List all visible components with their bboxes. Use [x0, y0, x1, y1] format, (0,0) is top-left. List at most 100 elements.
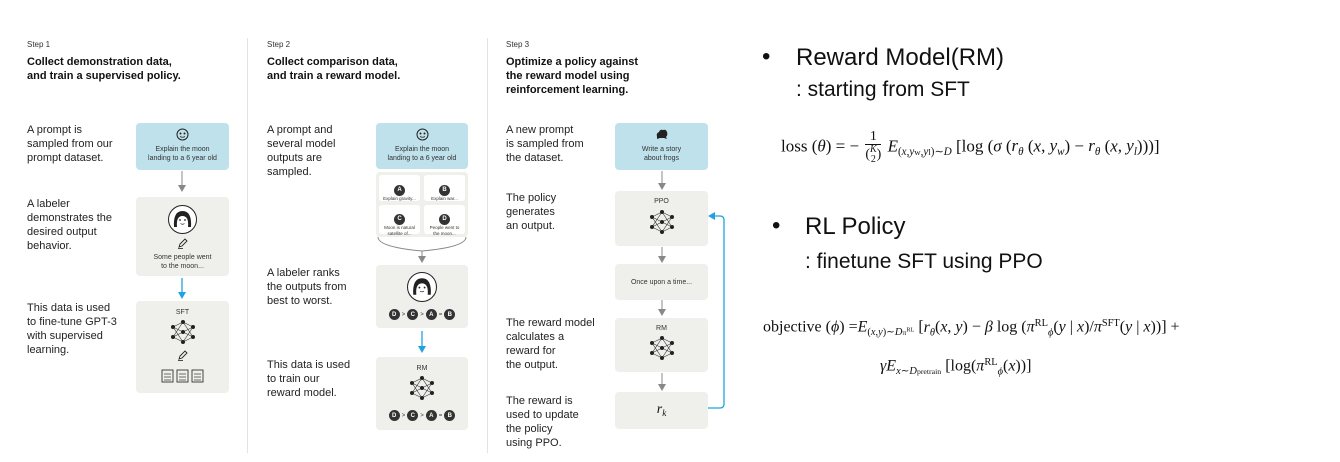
- step3-title-line: the reward model using: [506, 70, 630, 82]
- desc-line: the outputs from: [267, 281, 347, 293]
- step3-prompt-text: Write a story about frogs: [615, 145, 708, 163]
- prompt-line: Explain the moon: [394, 146, 450, 153]
- bullet: •: [762, 43, 771, 70]
- rank-operator: >: [401, 412, 406, 419]
- ranking-row: D > C > A = B: [376, 410, 468, 421]
- output-badge: D: [439, 213, 450, 225]
- desc-line: outputs are: [267, 152, 323, 164]
- objective-formula-line2: γEx∼Dpretrain [log(πRLϕ(x))]: [880, 357, 1032, 378]
- bullet: •: [772, 212, 781, 239]
- desc-line: prompt dataset.: [27, 152, 104, 164]
- rank-badge: B: [444, 309, 456, 320]
- step3-rm-box: RM: [615, 318, 708, 372]
- desc-line: to train our: [267, 373, 320, 385]
- output-text: Explain war...: [431, 196, 458, 201]
- sft-label: SFT: [175, 309, 190, 316]
- step3-reward-box: rk: [615, 392, 708, 429]
- step2-title-line: and train a reward model.: [267, 70, 401, 82]
- gray-arrow: [658, 373, 666, 391]
- network-icon: [410, 376, 434, 400]
- desc-line: This data is used: [27, 302, 111, 314]
- desc-line: an output.: [506, 220, 555, 232]
- rank-badge: A: [425, 309, 437, 320]
- pencil-icon: [178, 350, 188, 361]
- desc-line: sampled from our: [27, 138, 113, 150]
- labeler-face-icon: [407, 272, 437, 302]
- step2-ranking-box: D > C > A = B: [376, 265, 468, 328]
- blue-arrow: [418, 331, 426, 353]
- desc-line: learning.: [27, 344, 70, 356]
- labeler-face-icon: [168, 205, 197, 234]
- step2-desc-prompt: A prompt and several model outputs are s…: [267, 123, 335, 179]
- output-text: Once upon a time...: [630, 279, 693, 286]
- frog-icon: [656, 129, 668, 139]
- step3-desc-rm: The reward model calculates a reward for…: [506, 316, 595, 372]
- desc-line: behavior.: [27, 240, 72, 252]
- step1-prompt-text: Explain the moon landing to a 6 year old: [136, 145, 229, 163]
- output-text: People went to: [429, 225, 460, 230]
- rank-badge: A: [425, 410, 437, 421]
- output-badge: C: [394, 213, 405, 225]
- desc-line: The policy: [506, 192, 557, 204]
- desc-line: The reward is: [506, 395, 573, 407]
- step2-title: Collect comparison data, and train a rew…: [267, 55, 487, 83]
- desc-line: to fine-tune GPT-3: [27, 316, 117, 328]
- step1-demo-text: Some people went to the moon...: [136, 253, 229, 271]
- step1-prompt-box: Explain the moon landing to a 6 year old: [136, 123, 229, 170]
- rank-operator: >: [420, 311, 424, 318]
- output-text: Explain gravity...: [383, 196, 416, 201]
- desc-line: several model: [267, 138, 336, 150]
- desc-line: A new prompt: [506, 124, 574, 136]
- step1-labeler-box: Some people went to the moon...: [136, 197, 229, 276]
- rank-badge: C: [407, 410, 419, 421]
- output-text: satellite of...: [387, 231, 412, 236]
- robot-icon: [416, 128, 429, 141]
- rl-subtitle: : finetune SFT using PPO: [805, 250, 1043, 273]
- divider: [487, 38, 488, 453]
- desc-line: using PPO.: [506, 437, 562, 449]
- output-text: Moon is natural: [384, 225, 415, 230]
- rm-subtitle: : starting from SFT: [796, 78, 970, 101]
- step1-title: Collect demonstration data, and train a …: [27, 55, 247, 83]
- output-card-c: C Moon is natural satellite of...: [379, 205, 420, 236]
- desc-line: A prompt and: [267, 124, 333, 136]
- network-icon: [650, 210, 674, 234]
- step3-desc-reward: The reward is used to update the policy …: [506, 394, 579, 450]
- rank-operator: =: [438, 412, 443, 419]
- reward-value: rk: [615, 402, 708, 418]
- desc-line: the dataset.: [506, 152, 564, 164]
- output-badge: A: [394, 184, 405, 196]
- network-icon: [171, 320, 195, 344]
- step3-title-line: Optimize a policy against: [506, 56, 639, 68]
- rm-label: RM: [656, 325, 667, 332]
- network-icon: [650, 336, 674, 360]
- rank-operator: =: [438, 311, 443, 318]
- robot-icon: [176, 128, 189, 141]
- output-card-d: D People went to the moon...: [424, 205, 465, 236]
- desc-line: demonstrates the: [27, 212, 112, 224]
- desc-line: reward model.: [267, 387, 337, 399]
- desc-line: A labeler: [27, 198, 70, 210]
- desc-line: the policy: [506, 423, 553, 435]
- ranking-row: D > C > A = B: [376, 309, 468, 320]
- divider: [247, 38, 248, 453]
- objective-formula-line1: objective (ϕ) =E(x,y)∼DπRL [rθ(x, y) − β…: [763, 318, 1180, 339]
- step2-outputs-box: A Explain gravity... B Explain war... C …: [376, 172, 468, 237]
- gray-arrow: [658, 247, 666, 263]
- blue-arrow: [178, 278, 186, 299]
- desc-line: A prompt is: [27, 124, 83, 136]
- prompt-line: Explain the moon: [155, 146, 210, 153]
- output-card-b: B Explain war...: [424, 175, 465, 201]
- desc-line: generates: [506, 206, 555, 218]
- step2-prompt-text: Explain the moon landing to a 6 year old: [376, 145, 468, 163]
- desc-line: reward for: [506, 345, 556, 357]
- document-icon: [161, 369, 204, 383]
- output-card-a: A Explain gravity...: [379, 175, 420, 201]
- rank-operator: >: [401, 311, 406, 318]
- desc-line: is sampled from: [506, 138, 584, 150]
- desc-line: desired output: [27, 226, 97, 238]
- rank-badge: B: [444, 410, 456, 421]
- step3-desc-policy: The policy generates an output.: [506, 191, 556, 233]
- desc-line: with supervised: [27, 330, 103, 342]
